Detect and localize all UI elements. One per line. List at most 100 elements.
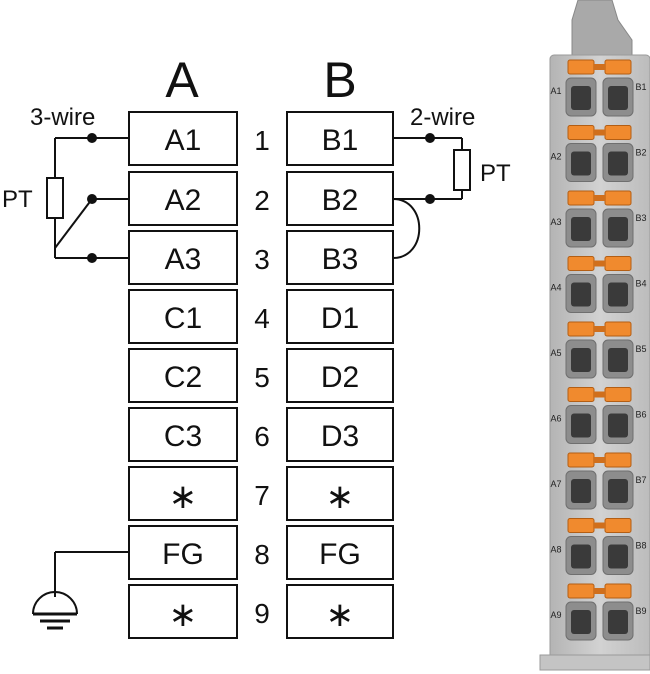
cell-d1-label: D1 <box>321 302 359 335</box>
cell-a9-label: ∗ <box>169 595 198 635</box>
orange-lever-left-9 <box>567 583 595 599</box>
column-b <box>286 111 394 639</box>
terminal-hole-right-1 <box>608 86 628 110</box>
module-left-label-7: A7 <box>550 479 561 489</box>
lever-bridge-3 <box>594 195 605 201</box>
module-right-label-3: B3 <box>635 213 646 223</box>
cell-c1 <box>128 289 238 344</box>
left-wiring-label: 3-wire <box>30 104 95 131</box>
cell-c2-label: C2 <box>164 361 202 394</box>
ground-wiring <box>32 551 129 615</box>
cell-a7-label: ∗ <box>169 477 198 517</box>
terminal-hole-left-3 <box>571 217 591 241</box>
orange-lever-right-8 <box>604 518 632 533</box>
lever-bridge-6 <box>594 391 605 398</box>
lever-bridge-2 <box>594 129 605 136</box>
orange-lever-right-2 <box>604 125 632 140</box>
row-number-1: 1 <box>254 125 270 156</box>
terminal-hole-left-5 <box>571 348 591 372</box>
terminal-hole-right-9 <box>608 610 628 634</box>
terminal-hole-right-3 <box>608 217 628 241</box>
terminal-hole-right-2 <box>608 151 628 176</box>
orange-lever-right-4 <box>604 256 632 271</box>
terminal-hole-left-2 <box>571 151 591 176</box>
module-left-label-8: A8 <box>550 545 561 555</box>
module-left-label-3: A3 <box>550 217 561 227</box>
lever-bridge-7 <box>594 457 605 463</box>
cell-b7-label: ∗ <box>326 477 355 517</box>
right-wiring-label: 2-wire <box>410 104 475 131</box>
terminal-hole-left-1 <box>571 86 591 110</box>
cell-b3-label: B3 <box>322 243 359 276</box>
cell-fg-a-label: FG <box>162 538 204 571</box>
cell-a2-label: A2 <box>165 184 202 217</box>
terminal-hole-right-4 <box>608 282 628 307</box>
column-b-header: B <box>323 52 356 108</box>
lever-bridge-1 <box>594 64 605 70</box>
orange-lever-right-3 <box>604 190 632 206</box>
row-number-6: 6 <box>254 421 270 452</box>
cell-b1-label: B1 <box>322 124 359 157</box>
left-wiring-junctions <box>87 133 97 263</box>
cell-d3 <box>286 407 394 462</box>
cell-a3-label: A3 <box>165 243 202 276</box>
cell-b9 <box>286 584 394 639</box>
cell-c3-label: C3 <box>164 420 202 453</box>
cell-a3 <box>128 230 238 285</box>
terminal-hole-left-7 <box>571 479 591 503</box>
resistor-icon <box>46 177 64 219</box>
terminal-hole-left-9 <box>571 610 591 634</box>
row-number-3: 3 <box>254 244 270 275</box>
module-right-label-1: B1 <box>635 82 646 92</box>
right-sensor-label: PT <box>480 160 511 187</box>
cell-d2 <box>286 348 394 403</box>
column-a <box>128 111 238 639</box>
right-wiring-junctions <box>425 133 435 204</box>
column-a-header: A <box>165 52 199 108</box>
cell-b3 <box>286 230 394 285</box>
terminal-hole-right-8 <box>608 544 628 569</box>
cell-b1 <box>286 111 394 166</box>
module-left-label-6: A6 <box>550 414 561 424</box>
cell-d3-label: D3 <box>321 420 359 453</box>
row-number-8: 8 <box>254 539 270 570</box>
terminal-hole-left-8 <box>571 544 591 569</box>
cell-c3 <box>128 407 238 462</box>
orange-lever-right-7 <box>604 452 632 468</box>
module-right-label-7: B7 <box>635 475 646 485</box>
cell-d1 <box>286 289 394 344</box>
orange-lever-left-6 <box>567 387 595 402</box>
module-right-label-8: B8 <box>635 541 646 551</box>
orange-lever-left-7 <box>567 452 595 468</box>
orange-lever-left-3 <box>567 190 595 206</box>
terminal-hole-right-7 <box>608 479 628 503</box>
orange-lever-right-1 <box>604 59 632 75</box>
cell-a9 <box>128 584 238 639</box>
module-left-label-5: A5 <box>550 348 561 358</box>
cell-a2 <box>128 171 238 226</box>
lever-bridge-4 <box>594 260 605 267</box>
cell-fg-b-label: FG <box>319 538 361 571</box>
row-number-4: 4 <box>254 303 270 334</box>
orange-lever-left-5 <box>567 321 595 337</box>
row-number-2: 2 <box>254 185 270 216</box>
lever-bridge-9 <box>594 588 605 594</box>
terminal-hole-right-5 <box>608 348 628 372</box>
orange-lever-left-8 <box>567 518 595 533</box>
cell-b9-label: ∗ <box>326 595 355 635</box>
row-number-5: 5 <box>254 362 270 393</box>
orange-lever-right-6 <box>604 387 632 402</box>
cell-a7 <box>128 466 238 521</box>
cell-d2-label: D2 <box>321 361 359 394</box>
cell-fg-b <box>286 525 394 580</box>
cell-a1-label: A1 <box>165 124 202 157</box>
row-number-7: 7 <box>254 480 270 511</box>
terminal-hole-left-6 <box>571 413 591 438</box>
module-right-label-6: B6 <box>635 410 646 420</box>
cell-c1-label: C1 <box>164 302 202 335</box>
orange-lever-right-5 <box>604 321 632 337</box>
lever-bridge-5 <box>594 326 605 332</box>
module-left-label-4: A4 <box>550 283 561 293</box>
